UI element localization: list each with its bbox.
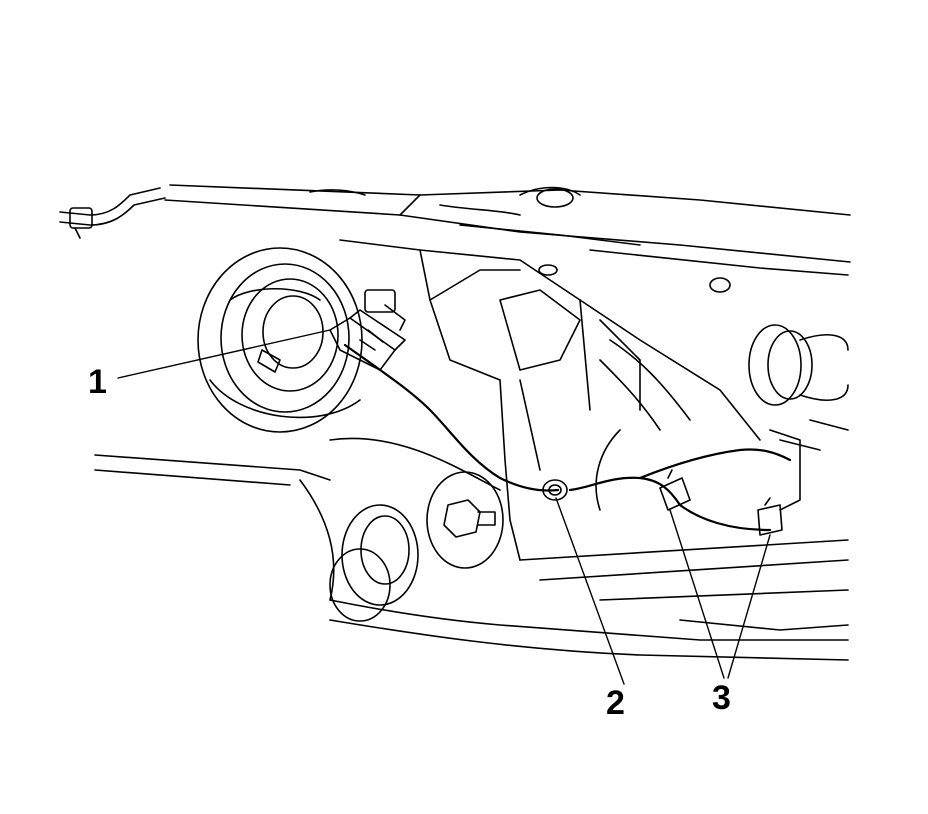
leader-lines (118, 330, 770, 684)
drive-shaft-joint (749, 325, 848, 510)
brake-pipe (60, 188, 165, 238)
leader-line-1 (118, 330, 330, 378)
mounting-nut (427, 472, 503, 568)
leader-line-3a (670, 510, 724, 678)
harness-clip-right (758, 498, 782, 535)
knuckle-body (340, 240, 760, 560)
control-arm-bushing (330, 505, 418, 621)
sensor-harness-wire (345, 345, 790, 530)
leader-line-2 (556, 498, 624, 684)
wheel-speed-sensor-connector (330, 290, 405, 370)
harness-grommet (543, 480, 567, 500)
lower-control-arm (95, 438, 848, 660)
callout-label-3: 3 (712, 679, 731, 717)
leader-line-3b (728, 535, 770, 678)
callout-label-1: 1 (88, 363, 107, 401)
wheel-hub-assembly (198, 248, 362, 432)
harness-clip-left (660, 470, 690, 510)
upper-frame-rail (165, 185, 850, 292)
callout-label-2: 2 (606, 684, 625, 722)
